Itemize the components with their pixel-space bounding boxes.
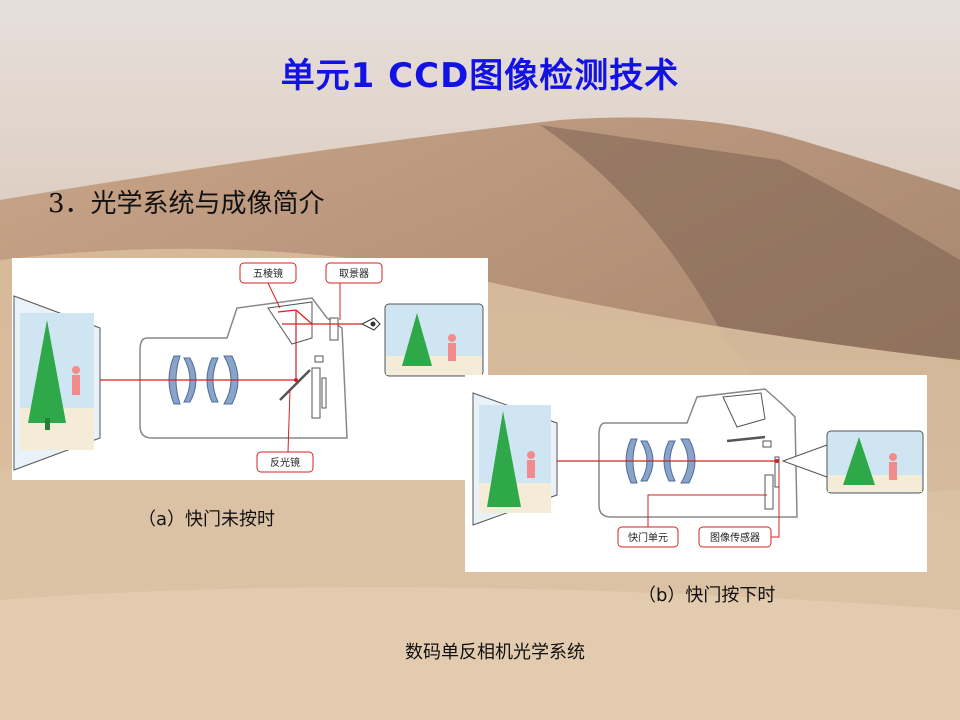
figure-a-panel: 五棱镜 取景器 反光镜 bbox=[12, 258, 488, 480]
slide-title: 单元1 CCD图像检测技术 bbox=[280, 56, 680, 96]
label-mirror: 反光镜 bbox=[256, 389, 314, 473]
svg-text:五棱镜: 五棱镜 bbox=[253, 267, 283, 280]
tree-icon bbox=[28, 320, 66, 423]
label-pentaprism: 五棱镜 bbox=[239, 262, 297, 309]
label-shutter-unit: 快门单元 bbox=[617, 494, 767, 548]
pentaprism-icon bbox=[267, 301, 313, 345]
figure-b-caption: （b）快门按下时 bbox=[638, 585, 776, 606]
light-path bbox=[100, 309, 362, 381]
svg-text:图像传感器: 图像传感器 bbox=[710, 531, 760, 544]
section-heading: 3．光学系统与成像简介 bbox=[48, 189, 325, 219]
person-icon bbox=[527, 451, 535, 459]
person-icon bbox=[72, 366, 80, 374]
label-viewfinder: 取景器 bbox=[325, 262, 383, 320]
label-image-sensor: 图像传感器 bbox=[698, 471, 780, 548]
tree-icon bbox=[487, 411, 521, 507]
figure-caption: 数码单反相机光学系统 bbox=[405, 642, 585, 663]
svg-text:反光镜: 反光镜 bbox=[270, 456, 300, 469]
svg-text:取景器: 取景器 bbox=[339, 268, 369, 280]
figure-a-caption: （a）快门未按时 bbox=[138, 509, 276, 530]
figure-a-diagram: 五棱镜 取景器 反光镜 bbox=[13, 262, 484, 473]
figure-b-diagram: 快门单元 图像传感器 bbox=[472, 388, 924, 548]
mirror-icon bbox=[726, 435, 766, 443]
figure-b-panel: 快门单元 图像传感器 bbox=[465, 375, 927, 572]
svg-text:快门单元: 快门单元 bbox=[628, 531, 668, 544]
shutter-unit-icon bbox=[764, 474, 774, 510]
mirror-icon bbox=[279, 369, 311, 401]
pentaprism-icon bbox=[722, 392, 766, 428]
